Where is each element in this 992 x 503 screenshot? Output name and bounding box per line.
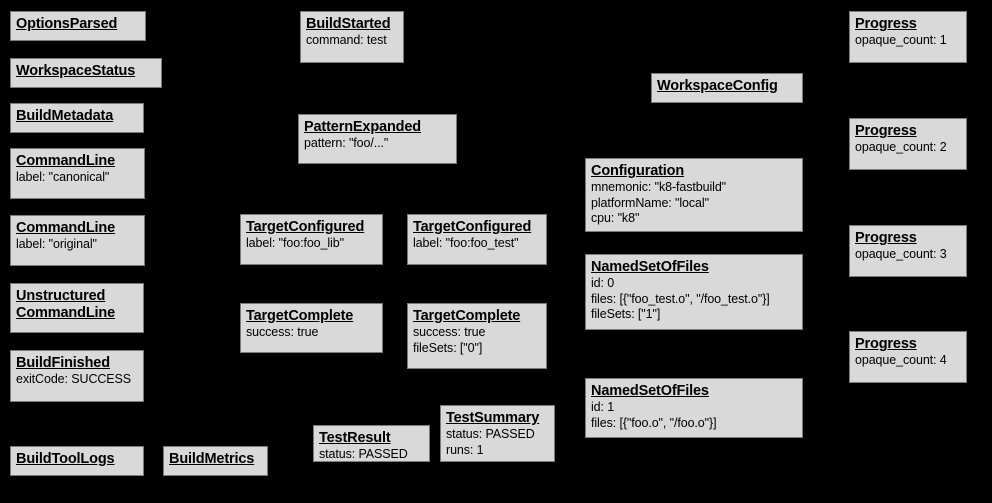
event-node-fields: label: "foo:foo_lib" [246,236,344,250]
event-node-fields: label: "original" [16,237,97,251]
event-node-title: NamedSetOfFiles [591,383,709,399]
event-node-fields: exitCode: SUCCESS [16,372,132,386]
event-node-build-tool-logs[interactable]: BuildToolLogs [10,446,144,476]
event-node-title: TargetConfigured [246,219,365,235]
event-node-workspace-status[interactable]: WorkspaceStatus [10,58,162,88]
event-node-build-metadata[interactable]: BuildMetadata [10,103,144,133]
event-node-title: WorkspaceConfig [657,78,778,94]
event-node-fields: success: true [246,325,319,339]
event-node-fields: id: 1 files: [{"foo.o", "/foo.o"}] [591,400,717,430]
event-node-title: BuildMetadata [16,108,114,124]
event-node-title: OptionsParsed [16,16,118,32]
event-node-fields: id: 0 files: [{"foo_test.o", "/foo_test.… [591,276,770,321]
event-node-options-parsed[interactable]: OptionsParsed [10,11,146,41]
event-node-fields: command: test [306,33,387,47]
event-node-title: WorkspaceStatus [16,63,136,79]
event-node-title: Configuration [591,163,685,179]
event-node-title: TestResult [319,430,391,446]
event-node-title: CommandLine [16,153,116,169]
event-node-fields: success: true fileSets: ["0"] [413,325,486,355]
event-node-fields: label: "canonical" [16,170,110,184]
event-node-title: NamedSetOfFiles [591,259,709,275]
event-node-title: Progress [855,230,917,246]
event-node-fields: opaque_count: 4 [855,353,947,367]
event-node-title: TargetConfigured [413,219,532,235]
event-node-fields: status: PASSED [319,447,408,461]
event-node-title: TargetComplete [413,308,521,324]
event-node-unstructured-command-line[interactable]: Unstructured CommandLine [10,283,144,333]
event-node-fields: opaque_count: 2 [855,140,947,154]
event-node-title: Progress [855,123,917,139]
event-node-fields: opaque_count: 1 [855,33,947,47]
event-node-fields: label: "foo:foo_test" [413,236,519,250]
event-node-build-metrics[interactable]: BuildMetrics [163,446,268,476]
event-node-title: PatternExpanded [304,119,421,135]
event-node-title: Progress [855,336,917,352]
event-node-title: Unstructured CommandLine [16,288,116,321]
event-node-title: BuildFinished [16,355,110,371]
event-node-title: BuildToolLogs [16,451,115,467]
event-node-fields: status: PASSED runs: 1 [446,427,535,457]
event-node-fields: mnemonic: "k8-fastbuild" platformName: "… [591,180,727,225]
event-node-fields: opaque_count: 3 [855,247,947,261]
event-node-fields: pattern: "foo/..." [304,136,389,150]
event-node-title: BuildStarted [306,16,391,32]
event-node-title: TestSummary [446,410,540,426]
event-node-title: BuildMetrics [169,451,255,467]
event-node-title: CommandLine [16,220,116,236]
event-node-title: Progress [855,16,917,32]
event-node-workspace-config[interactable]: WorkspaceConfig [651,73,803,103]
event-node-title: TargetComplete [246,308,354,324]
